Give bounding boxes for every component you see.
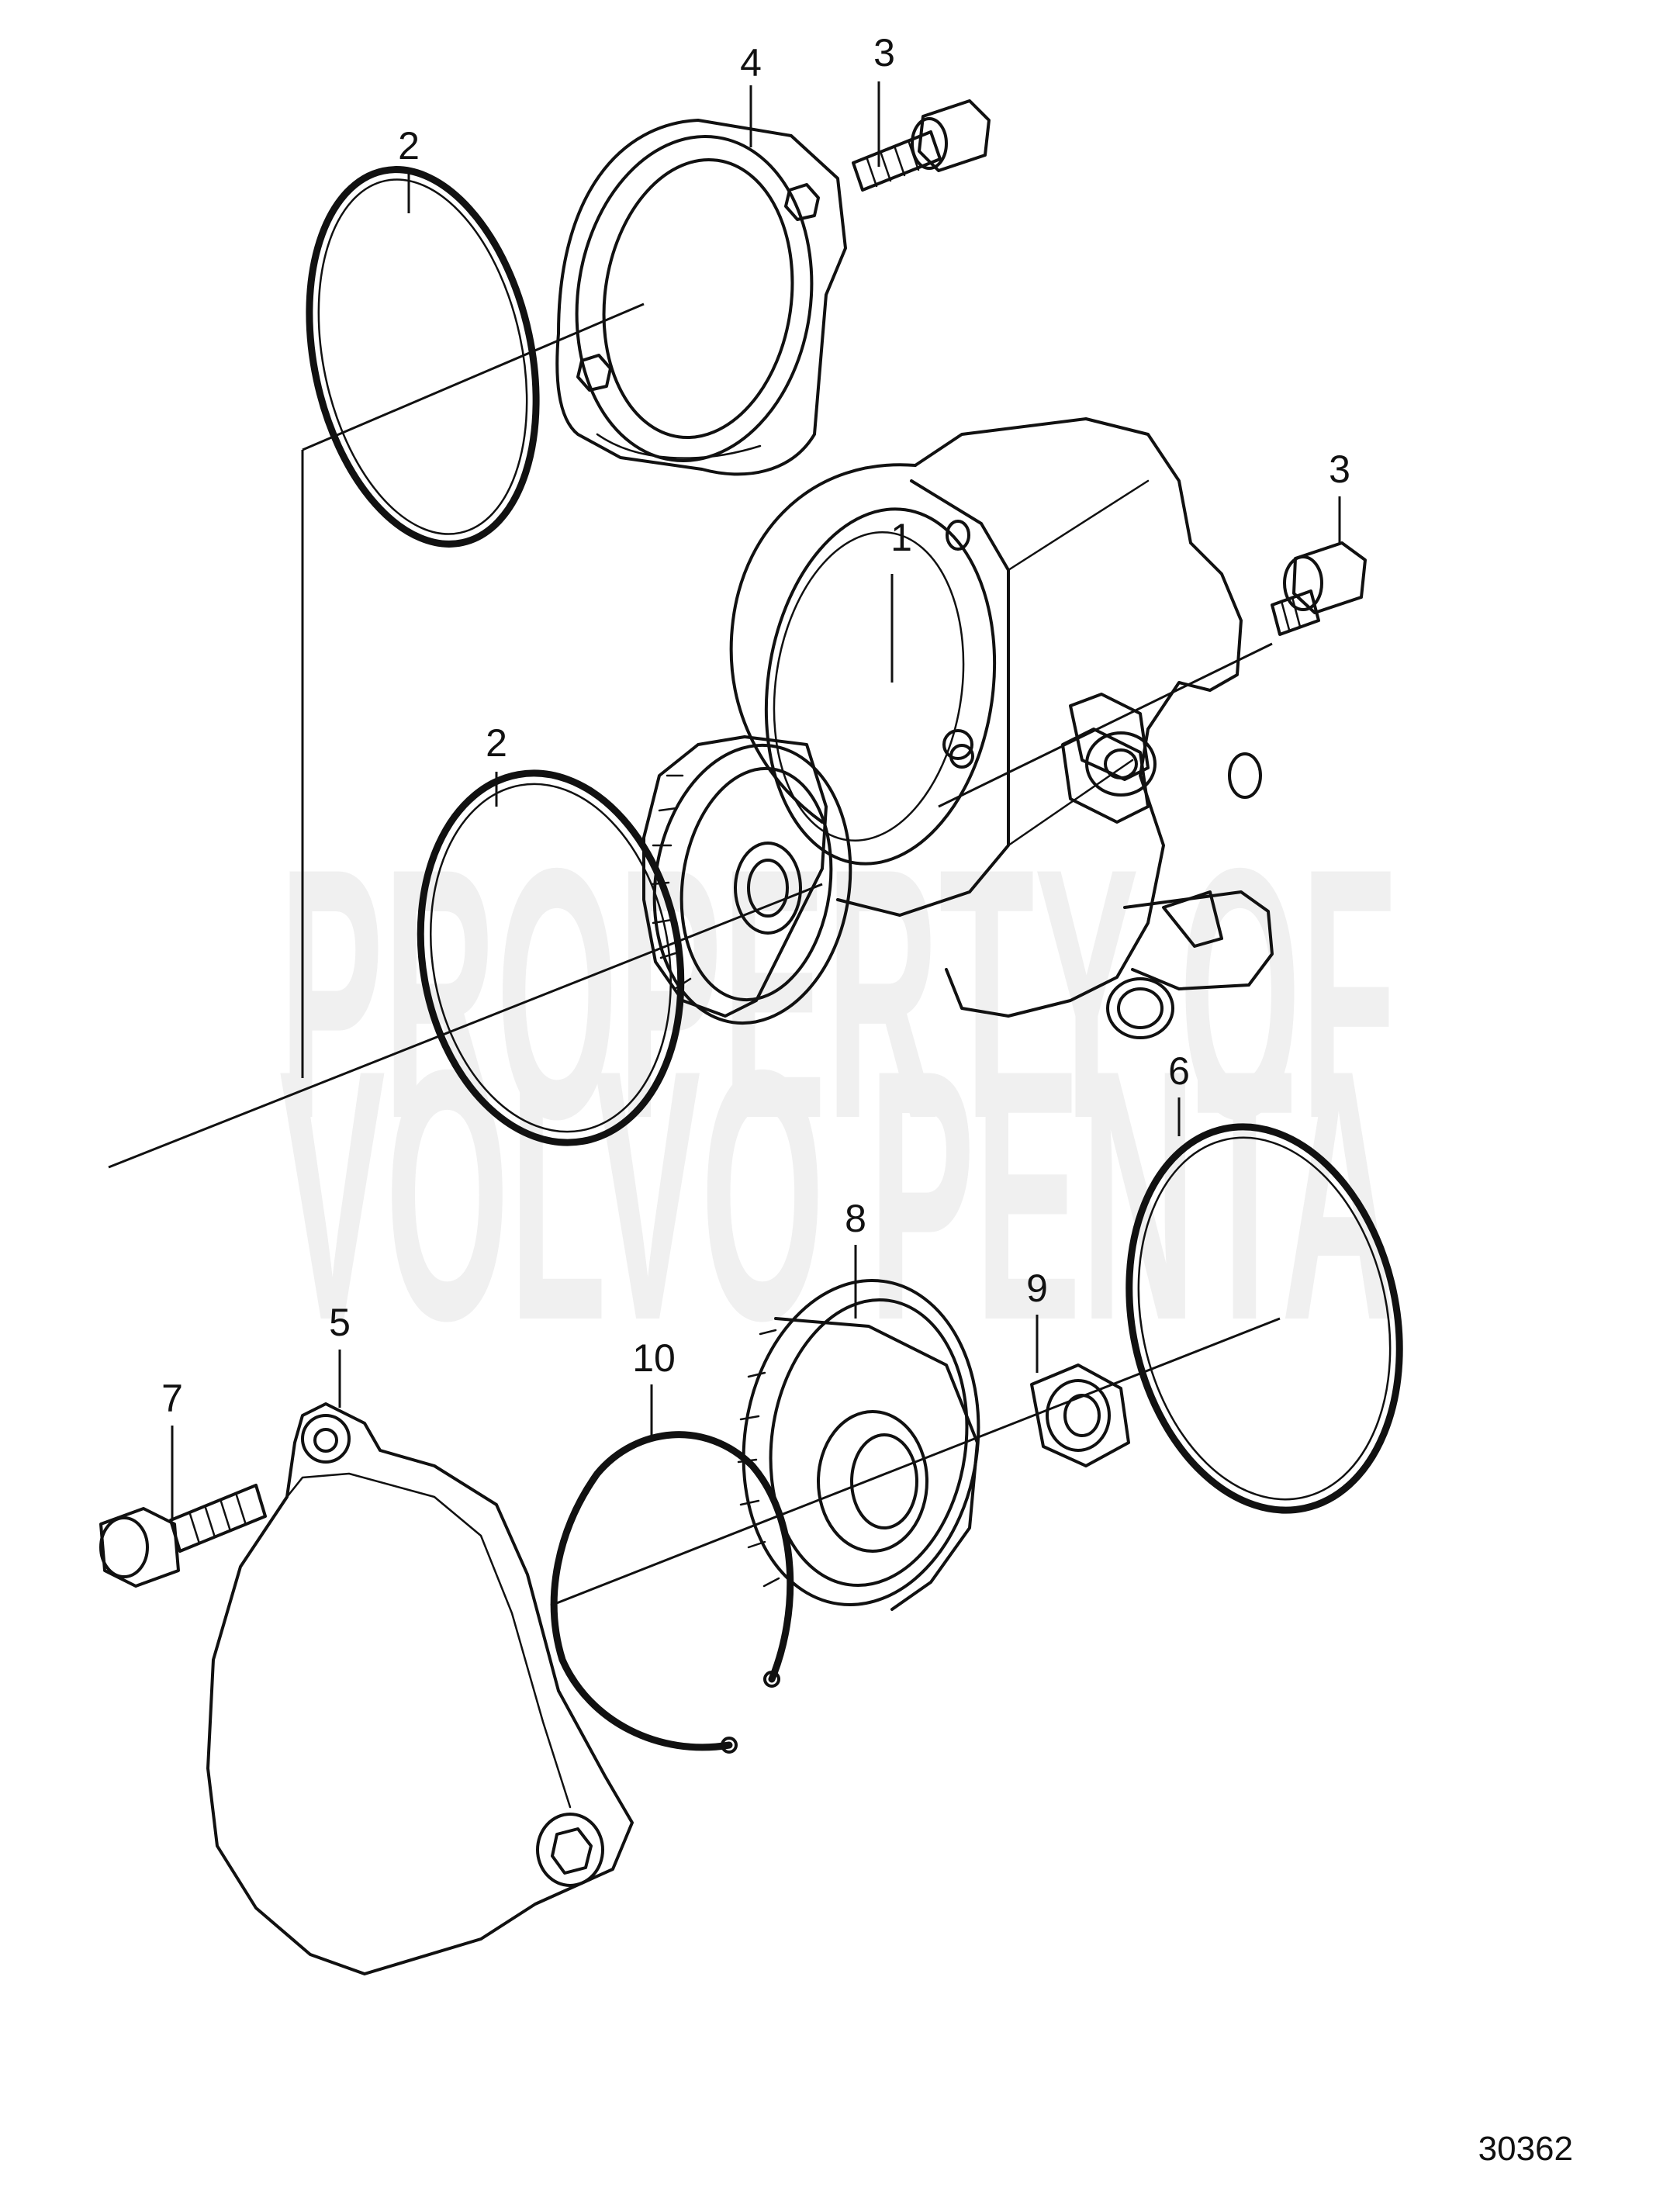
hex-nut (1030, 1363, 1130, 1467)
callout-8: 8 (845, 1197, 866, 1240)
callout-1: 1 (890, 516, 912, 559)
pump-outlet-elbow (1106, 890, 1274, 1039)
o-ring-right (1125, 1123, 1403, 1514)
callout-3-right: 3 (1329, 448, 1350, 491)
bolt-upper (852, 99, 991, 192)
gear (737, 1278, 980, 1611)
bolt-lower (99, 1484, 267, 1588)
snap-ring (550, 1431, 794, 1754)
o-ring-upper (306, 166, 540, 548)
callout-3-upper: 3 (873, 31, 895, 74)
o-ring-middle (417, 769, 685, 1146)
callout-9: 9 (1026, 1267, 1048, 1310)
callout-4: 4 (740, 41, 762, 85)
diagram-reference-number: 30362 (1478, 2130, 1573, 2168)
pump-fitting (1061, 693, 1157, 824)
axis-line-upper (302, 302, 645, 451)
callout-10: 10 (632, 1336, 676, 1380)
callout-2-upper: 2 (398, 124, 420, 168)
bolt-right (1271, 541, 1367, 636)
axis-line-gear (108, 883, 823, 1169)
callout-7: 7 (161, 1377, 183, 1420)
axis-line-pump-bolt (938, 642, 1273, 808)
callout-6: 6 (1168, 1049, 1190, 1093)
watermark-line-1: PROPERTY OF (279, 795, 1396, 1193)
watermark: PROPERTY OF VOLVO PENTA (279, 795, 1396, 1395)
callout-5: 5 (329, 1301, 351, 1344)
cover-plate (555, 119, 847, 476)
end-cover (206, 1402, 634, 1975)
callout-2-middle: 2 (486, 721, 507, 765)
callout-leaders (171, 81, 1341, 1520)
callout-numbers: 1 2 2 3 3 4 5 6 7 8 9 10 (161, 31, 1350, 1420)
